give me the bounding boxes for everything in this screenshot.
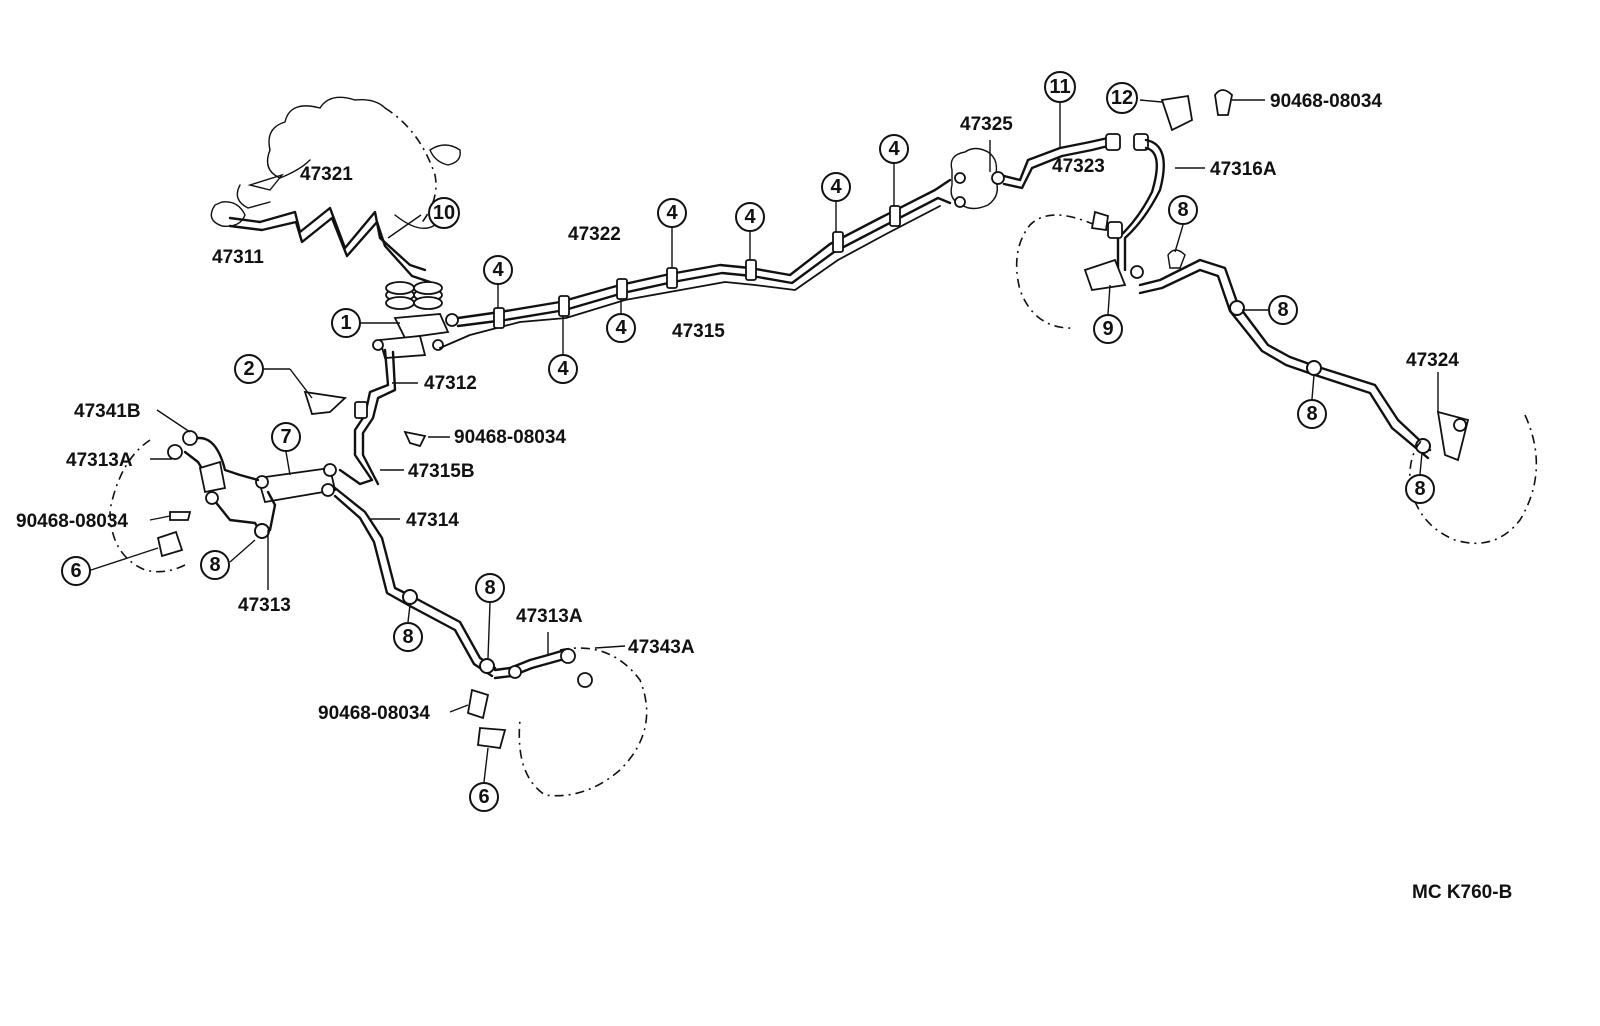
label-90468-08034-top: 90468-08034 (1270, 91, 1382, 112)
callout-12: 12 (1106, 82, 1138, 114)
svg-text:4: 4 (492, 259, 504, 281)
callout-4a: 4 (483, 255, 513, 285)
label-47341B: 47341B (74, 401, 141, 422)
brake-booster-outline (210, 96, 461, 229)
label-47311: 47311 (212, 247, 264, 268)
svg-text:4: 4 (615, 317, 627, 339)
master-cylinder (372, 281, 459, 359)
label-47323: 47323 (1052, 156, 1105, 177)
pipe-47323 (1002, 133, 1149, 190)
svg-text:4: 4 (557, 358, 569, 380)
label-47315B: 47315B (408, 461, 475, 482)
bracket-2 (303, 390, 347, 415)
clamps-4 (493, 205, 901, 329)
callout-4d: 4 (657, 198, 687, 228)
callout-8g: 8 (1405, 474, 1435, 504)
label-47313: 47313 (238, 595, 291, 616)
pipe-47324 (1138, 258, 1470, 462)
clips-top-right (1107, 89, 1233, 239)
svg-text:1: 1 (340, 312, 351, 334)
svg-text:8: 8 (1306, 403, 1317, 425)
svg-text:12: 12 (1111, 87, 1133, 109)
svg-text:8: 8 (402, 626, 413, 648)
callouts: 1 2 4 4 4 4 4 4 4 6 6 7 8 8 8 8 8 8 8 9 … (61, 71, 1435, 812)
rear-left-drum (1408, 414, 1538, 544)
label-47325: 47325 (960, 114, 1013, 135)
clip-90468-center (403, 430, 427, 448)
svg-text:8: 8 (209, 554, 220, 576)
pipe-47321 (228, 206, 432, 284)
label-47313A-mid: 47313A (516, 606, 583, 627)
label-47313A-left: 47313A (66, 450, 133, 471)
rear-junction (950, 147, 1005, 210)
label-47315: 47315 (672, 321, 725, 342)
callout-6b: 6 (469, 782, 499, 812)
label-47316A: 47316A (1210, 159, 1277, 180)
svg-text:4: 4 (744, 206, 756, 228)
svg-text:8: 8 (1177, 199, 1188, 221)
rear-right-drum (1015, 210, 1186, 329)
callout-4g: 4 (879, 134, 909, 164)
svg-text:4: 4 (666, 202, 678, 224)
svg-text:2: 2 (243, 358, 254, 380)
label-90468-08034-left: 90468-08034 (16, 511, 128, 532)
label-47322: 47322 (568, 224, 621, 245)
svg-text:10: 10 (433, 202, 455, 224)
callout-11: 11 (1044, 71, 1076, 103)
callout-4f: 4 (821, 172, 851, 202)
front-left-wheel (109, 430, 277, 573)
callout-8a: 8 (200, 550, 230, 580)
leader-lines (87, 99, 1439, 783)
callout-4e: 4 (735, 202, 765, 232)
callout-8c: 8 (475, 573, 505, 603)
svg-text:9: 9 (1102, 318, 1113, 340)
pipe-47312 (338, 348, 397, 486)
callout-8d: 8 (1168, 195, 1198, 225)
front-right-wheel (466, 647, 648, 797)
label-47324: 47324 (1406, 350, 1459, 371)
callout-8b: 8 (393, 622, 423, 652)
svg-text:4: 4 (830, 176, 842, 198)
svg-text:8: 8 (1414, 478, 1425, 500)
callout-4b: 4 (548, 354, 578, 384)
diagram-code: MC K760-B (1412, 882, 1512, 903)
label-47321: 47321 (300, 164, 353, 185)
callout-6a: 6 (61, 556, 91, 586)
callout-9: 9 (1093, 314, 1123, 344)
label-47312: 47312 (424, 373, 477, 394)
pipe-47314 (333, 486, 497, 678)
callout-8e: 8 (1268, 295, 1298, 325)
callout-2: 2 (234, 354, 264, 384)
label-47314: 47314 (406, 510, 459, 531)
svg-text:4: 4 (888, 138, 900, 160)
svg-text:6: 6 (478, 786, 489, 808)
callout-7: 7 (271, 422, 301, 452)
svg-text:8: 8 (484, 577, 495, 599)
callout-8f: 8 (1297, 399, 1327, 429)
svg-text:7: 7 (280, 426, 291, 448)
svg-text:8: 8 (1277, 299, 1288, 321)
label-90468-08034-center: 90468-08034 (454, 427, 566, 448)
svg-text:6: 6 (70, 560, 81, 582)
hose-47316A (1116, 138, 1165, 272)
label-47343A: 47343A (628, 637, 695, 658)
label-90468-08034-bottom: 90468-08034 (318, 703, 430, 724)
callout-10: 10 (428, 197, 460, 229)
callout-4c: 4 (606, 313, 636, 343)
part-number-labels: 47321 47311 47322 47315 47312 90468-0803… (16, 91, 1459, 724)
junction-block-7 (255, 463, 337, 504)
callout-1: 1 (331, 308, 361, 338)
svg-text:11: 11 (1049, 76, 1070, 98)
